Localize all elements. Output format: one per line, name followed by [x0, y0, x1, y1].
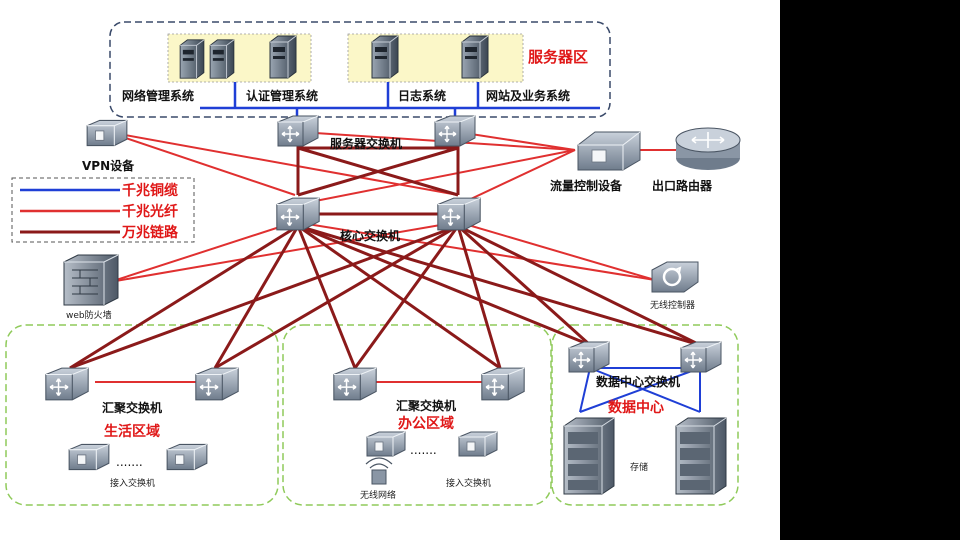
- legend-label-fiber: 千兆光纤: [122, 203, 178, 220]
- agg-switch-office-label: 汇聚交换机: [396, 398, 456, 413]
- server-switch-left-icon: [277, 115, 319, 147]
- server-bus-copper-links: [200, 82, 600, 116]
- dc-switch-label: 数据中心交换机: [596, 374, 680, 389]
- agg-switch-life-right-icon: [195, 367, 239, 401]
- system-label-netmgmt: 网络管理系统: [122, 88, 194, 103]
- flow-control-label: 流量控制设备: [550, 178, 623, 193]
- access-switch-office-right-icon: [458, 431, 498, 457]
- core-switch-label: 核心交换机: [340, 228, 400, 243]
- server-zone-boundary: [109, 21, 611, 118]
- access-switch-life-label: 接入交换机: [110, 477, 155, 489]
- access-switch-life-right-icon: [166, 443, 208, 471]
- life-zone-title: 生活区域: [104, 423, 160, 440]
- storage-rack-right-icon: [675, 417, 727, 495]
- agg-switch-office-right-icon: [481, 367, 525, 401]
- access-dots-office: .......: [410, 443, 437, 457]
- storage-label: 存储: [630, 461, 648, 473]
- legend-label-tengig: 万兆链路: [121, 224, 179, 241]
- core-switch-right-icon: [437, 197, 481, 231]
- exit-router-icon: [675, 127, 741, 170]
- legend: 千兆铜缆 千兆光纤 万兆链路: [11, 177, 195, 243]
- access-dots-life: .......: [116, 455, 143, 469]
- wireless-network-label: 无线网络: [360, 489, 396, 501]
- server-switch-right-icon: [434, 115, 476, 147]
- server-log-icon: [371, 35, 399, 79]
- dc-switch-right-icon: [680, 341, 722, 373]
- access-switch-office-left-icon: [366, 431, 406, 457]
- flow-control-device-icon: [577, 131, 641, 171]
- wireless-controller-label: 无线控制器: [650, 299, 695, 311]
- system-label-web: 网站及业务系统: [486, 88, 570, 103]
- agg-switch-office-left-icon: [333, 367, 377, 401]
- life-zone-boundary: [5, 324, 279, 506]
- system-label-auth: 认证管理系统: [246, 88, 318, 103]
- web-firewall-label: web防火墙: [66, 309, 112, 321]
- server-auth-icon: [269, 35, 297, 79]
- storage-rack-left-icon: [563, 417, 615, 495]
- wireless-ap-icon: [365, 457, 393, 485]
- system-label-log: 日志系统: [398, 88, 446, 103]
- server-zone-title: 服务器区: [528, 48, 588, 66]
- datacenter-zone-title: 数据中心: [608, 399, 664, 416]
- access-switch-office-label: 接入交换机: [446, 477, 491, 489]
- access-switch-life-left-icon: [68, 443, 110, 471]
- web-firewall-icon: [63, 254, 119, 306]
- vpn-device-icon: [86, 119, 128, 147]
- server-web-icon: [461, 35, 489, 79]
- office-zone-boundary: [282, 324, 552, 506]
- agg-switch-life-label: 汇聚交换机: [102, 400, 162, 415]
- exit-router-label: 出口路由器: [652, 178, 713, 193]
- office-zone-title: 办公区域: [398, 415, 454, 432]
- black-side-band: [780, 0, 960, 540]
- tengig-links: [69, 140, 701, 370]
- server-switch-label: 服务器交换机: [330, 136, 402, 151]
- legend-label-copper: 千兆铜缆: [122, 182, 178, 199]
- vpn-label: VPN设备: [82, 158, 135, 173]
- datacenter-zone-boundary: [551, 324, 739, 506]
- wireless-controller-icon: [651, 261, 699, 293]
- agg-switch-life-left-icon: [45, 367, 89, 401]
- dc-switch-left-icon: [568, 341, 610, 373]
- core-switch-left-icon: [276, 197, 320, 231]
